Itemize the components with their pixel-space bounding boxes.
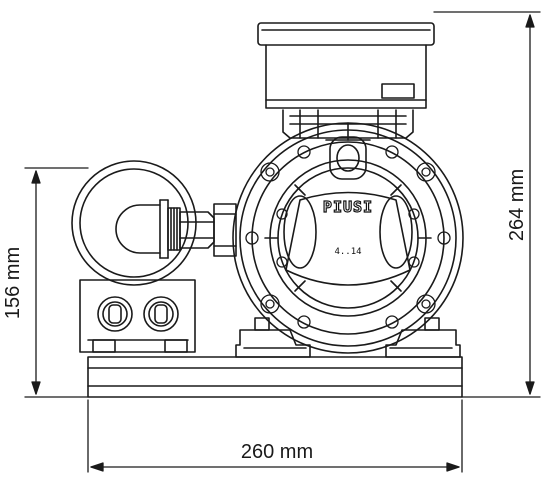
width-dimension-label: 260 mm <box>241 441 313 463</box>
dimension-width <box>87 399 463 473</box>
pump-motor-body <box>232 122 464 354</box>
motor-neck <box>282 109 414 139</box>
inlet-port-left <box>97 296 133 332</box>
dimension-total-height <box>433 11 541 398</box>
flange-bolts <box>245 145 451 329</box>
motor-feet <box>235 317 461 358</box>
terminal-box <box>257 22 435 109</box>
brand-logo: PIUSI <box>323 198 373 216</box>
base-plate <box>87 356 463 398</box>
inlet-port-right <box>143 296 179 332</box>
nameplate-marking: 4..14 <box>334 247 361 257</box>
inlet-height-dimension-label: 156 mm <box>2 247 24 319</box>
total-height-dimension-label: 264 mm <box>506 169 528 241</box>
inlet-filter-housing <box>71 160 237 353</box>
dimension-inlet-height <box>24 167 89 398</box>
